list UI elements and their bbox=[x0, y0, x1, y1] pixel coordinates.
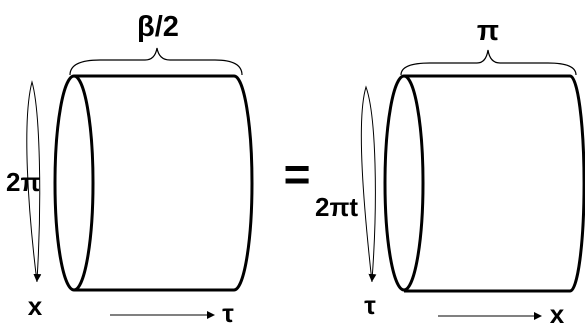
left-cylinder-left-cap bbox=[53, 74, 95, 292]
left-cylinder-circumference-loop bbox=[26, 80, 42, 283]
right-cylinder-horizontal-axis-label: x bbox=[550, 299, 565, 326]
left-cylinder: β/2 2π x τ bbox=[6, 11, 254, 326]
right-cylinder-right-cap bbox=[569, 74, 585, 293]
left-cylinder-circumference-label: 2π bbox=[6, 167, 40, 197]
left-cylinder-right-cap bbox=[233, 74, 254, 292]
equals-sign: = bbox=[284, 148, 311, 200]
left-cylinder-vertical-axis-label: x bbox=[28, 291, 43, 321]
left-cylinder-width-brace bbox=[69, 47, 243, 76]
right-cylinder: π 2πt τ x bbox=[315, 15, 585, 326]
right-cylinder-circumference-label: 2πt bbox=[315, 192, 358, 222]
right-cylinder-vertical-axis-label: τ bbox=[364, 290, 376, 320]
right-cylinder-circumference-loop bbox=[360, 85, 377, 283]
left-cylinder-width-label: β/2 bbox=[137, 11, 179, 43]
left-cylinder-horizontal-axis-label: τ bbox=[222, 298, 234, 326]
right-cylinder-width-label: π bbox=[477, 15, 499, 47]
right-cylinder-left-cap bbox=[383, 74, 425, 292]
right-cylinder-width-brace bbox=[400, 49, 577, 76]
